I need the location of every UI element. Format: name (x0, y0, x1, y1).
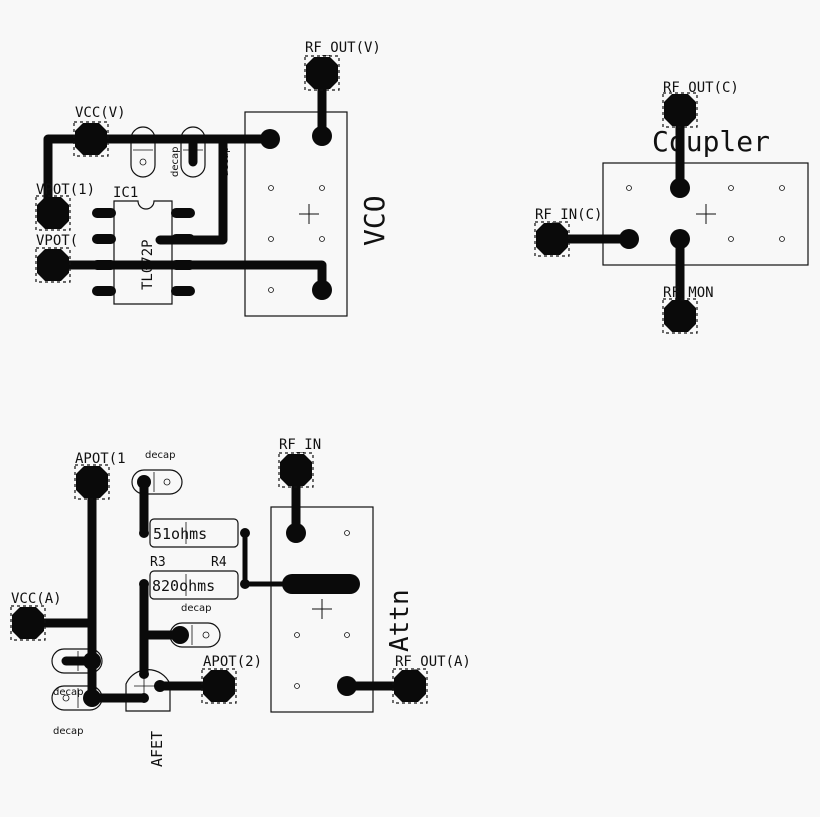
apot1-label: APOT(1 (75, 451, 126, 467)
coupler-module-outline (602, 162, 809, 266)
coupler-mount-holes (626, 185, 785, 242)
rf-mon-label: RF_MON (663, 285, 714, 301)
vcc-v-pad (73, 121, 109, 157)
resistor-51-label: 51ohms (153, 525, 207, 543)
resistor-820-label: 820ohms (152, 577, 215, 595)
vco-label: VCO (358, 195, 391, 246)
vpot1-pad (35, 195, 71, 231)
afet-label: AFET (148, 731, 166, 767)
attn-module-outline (270, 506, 374, 713)
resistor-r3 (149, 518, 239, 548)
rf-out-c-label: RF_OUT(C) (663, 80, 739, 96)
apot2-label: APOT(2) (203, 654, 262, 670)
coupler-label: Coupler (652, 125, 770, 158)
decap-cap-top (131, 469, 183, 495)
rf-out-v-label: RF_OUT(V) (305, 40, 381, 56)
rf-in-c-label: RF_IN(C) (535, 207, 602, 223)
attn-block: Attn 51ohms R3 R4 820ohms decap decap (10, 437, 471, 767)
rf-in-c-pad (534, 221, 570, 257)
vcc-v-label: VCC(V) (75, 105, 126, 121)
attn-label: Attn (385, 589, 415, 652)
decap-top-label: decap (145, 450, 175, 461)
ic1-outline (113, 200, 173, 305)
vcc-a-pad (10, 605, 46, 641)
vco-pad-top (260, 129, 280, 149)
rf-in-pad (278, 452, 314, 488)
resistor-r4 (149, 570, 239, 600)
decap-mid-label: decap (181, 603, 211, 614)
rf-out-a-pad (392, 668, 428, 704)
vco-mount-holes (268, 185, 325, 293)
attn-mount-holes (294, 530, 350, 689)
rf-out-a-label: RF_OUT(A) (395, 654, 471, 670)
apot2-pad (201, 668, 237, 704)
r3-label: R3 (150, 555, 166, 570)
decap-label-1: decap (170, 147, 181, 177)
vco-pad-bottom (312, 280, 332, 300)
ic1-pins (92, 208, 195, 296)
vcc-a-label: VCC(A) (11, 591, 62, 607)
rf-out-v-pad (304, 55, 340, 91)
apot1-pad (74, 464, 110, 500)
rf-out-c-pad (662, 92, 698, 128)
r4-label: R4 (211, 555, 227, 570)
decap-left2-label: decap (53, 726, 83, 737)
ic1-label: IC1 (113, 185, 138, 201)
rf-in-label: RF_IN (279, 437, 321, 453)
vpot2-pad (35, 247, 71, 283)
vpot2-label: VPOT( (36, 233, 78, 249)
rf-mon-pad (662, 298, 698, 334)
decap-left1-label: decap (53, 687, 83, 698)
vpot1-label: VPOT(1) (36, 182, 95, 198)
coupler-block: Coupler RF_OUT(C) RF_IN(C) RF_MON (534, 80, 809, 334)
vco-block: VCO IC1 TL072P decap decap (35, 40, 391, 317)
vco-module-outline (244, 111, 348, 317)
vco-pad-out (312, 126, 332, 146)
